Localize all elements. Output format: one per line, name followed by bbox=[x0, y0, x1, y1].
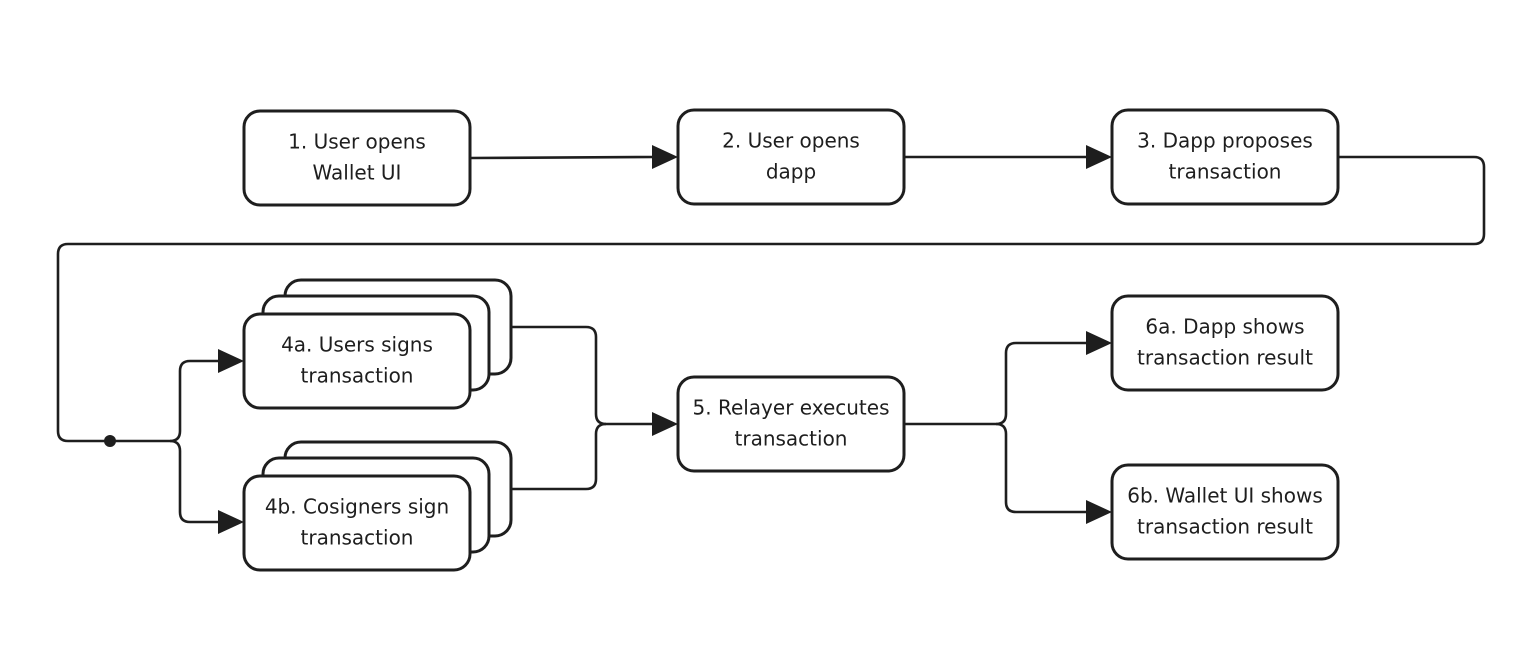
edge-4b-to-merge bbox=[511, 422, 607, 491]
node-6a-label-line1: 6a. Dapp shows bbox=[1145, 315, 1304, 339]
node-3-dapp-proposes-transaction: 3. Dapp proposes transaction bbox=[1110, 108, 1340, 206]
node-6a-dapp-shows-transaction-result: 6a. Dapp shows transaction result bbox=[1110, 294, 1340, 392]
arrowhead-to-6b bbox=[1086, 500, 1112, 524]
edge-split-to-4b bbox=[169, 439, 220, 524]
node-3-label-line1: 3. Dapp proposes bbox=[1137, 129, 1313, 153]
edge-1-to-2 bbox=[469, 155, 655, 160]
node-3-label-line2: transaction bbox=[1169, 160, 1282, 184]
node-6b-label-line1: 6b. Wallet UI shows bbox=[1127, 484, 1323, 508]
node-5-label-line2: transaction bbox=[735, 427, 848, 451]
node-1-label-line2: Wallet UI bbox=[313, 161, 402, 185]
node-2-user-opens-dapp: 2. User opens dapp bbox=[676, 108, 906, 206]
edge-5-to-6b bbox=[995, 422, 1088, 514]
node-1-label-line1: 1. User opens bbox=[288, 130, 426, 154]
node-5-relayer-executes-transaction: 5. Relayer executes transaction bbox=[676, 375, 906, 473]
node-6b-label-line2: transaction result bbox=[1137, 515, 1313, 539]
edge-3-to-split bbox=[56, 155, 1486, 443]
arrowhead-to-4b bbox=[218, 510, 244, 534]
edge-5-to-6a bbox=[995, 341, 1088, 426]
node-4b-label-line1: 4b. Cosigners sign bbox=[265, 495, 449, 519]
node-4a-users-signs-transaction: 4a. Users signs transaction bbox=[242, 278, 513, 410]
node-4b-cosigners-sign-transaction: 4b. Cosigners sign transaction bbox=[242, 440, 513, 572]
node-4b-label-line2: transaction bbox=[301, 526, 414, 550]
arrowhead-to-3 bbox=[1086, 145, 1112, 169]
node-2-label-line2: dapp bbox=[766, 160, 816, 184]
node-4a-label-line1: 4a. Users signs bbox=[281, 333, 433, 357]
node-1-user-opens-wallet-ui: 1. User opens Wallet UI bbox=[242, 109, 472, 207]
node-2-label-line1: 2. User opens bbox=[722, 129, 860, 153]
split-junction-dot bbox=[104, 435, 116, 447]
node-6b-wallet-ui-shows-transaction-result: 6b. Wallet UI shows transaction result bbox=[1110, 463, 1340, 561]
node-4a-label-line2: transaction bbox=[301, 364, 414, 388]
node-5-label-line1: 5. Relayer executes bbox=[693, 396, 890, 420]
node-6a-label-line2: transaction result bbox=[1137, 346, 1313, 370]
edge-4a-to-merge bbox=[511, 325, 654, 426]
edge-split-to-4a bbox=[169, 359, 220, 443]
arrowhead-to-6a bbox=[1086, 331, 1112, 355]
arrowhead-to-2 bbox=[652, 145, 678, 169]
arrowhead-to-4a bbox=[218, 349, 244, 373]
arrowhead-to-5 bbox=[652, 412, 678, 436]
